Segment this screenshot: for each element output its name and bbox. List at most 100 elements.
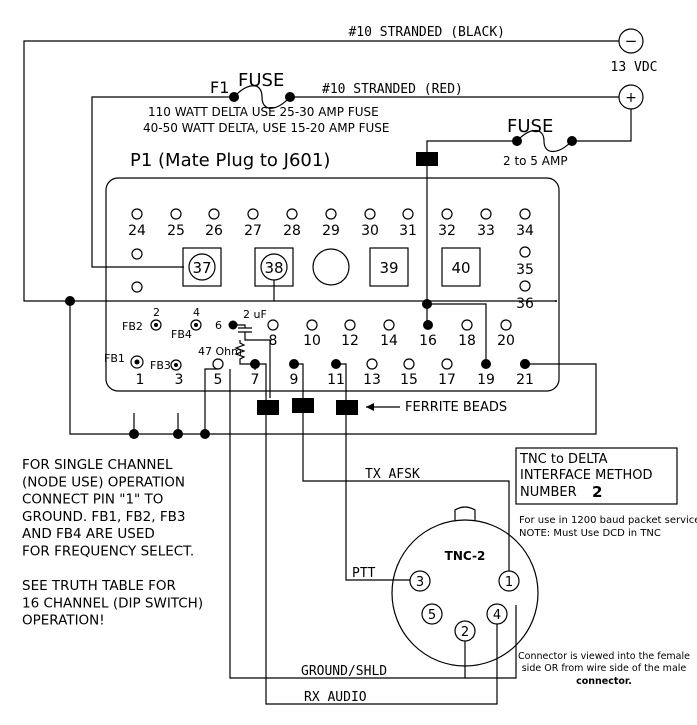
left-note-line: (NODE USE) OPERATION — [22, 474, 185, 490]
pin-5-label: 5 — [214, 372, 223, 388]
resistor — [234, 340, 255, 365]
pin-14 — [383, 319, 395, 331]
capacitor — [233, 324, 271, 398]
pin-32 — [441, 208, 453, 220]
pin-7-label: 7 — [251, 372, 260, 388]
method-line-2: INTERFACE METHOD — [520, 468, 653, 483]
rx-label: RX AUDIO — [304, 690, 367, 705]
pin-32-label: 32 — [438, 223, 456, 239]
supply-voltage: 13 VDC — [611, 60, 658, 75]
ferrite-bead-3 — [336, 400, 358, 415]
service-note-2: NOTE: Must Use DCD in TNC — [519, 528, 661, 539]
fuse1-note-1: 110 WATT DELTA USE 25-30 AMP FUSE — [148, 105, 379, 119]
pin-13-label: 13 — [363, 372, 381, 388]
pin-33 — [480, 208, 492, 220]
ground-stubs — [133, 413, 179, 434]
res-value: 47 Ohm — [198, 345, 242, 358]
left-note-line: SEE TRUTH TABLE FOR — [22, 578, 176, 594]
plug-title: P1 (Mate Plug to J601) — [130, 150, 330, 171]
fb2-label: FB2 — [122, 320, 143, 333]
pin-37-label: 37 — [192, 259, 211, 277]
pin-27-label: 27 — [244, 223, 262, 239]
tnc-pin-4 — [486, 603, 508, 625]
tnc-pin-1-label: 1 — [505, 575, 513, 590]
pin-17-label: 17 — [438, 372, 456, 388]
connector-note-3: connector. — [576, 676, 632, 687]
pin-20 — [500, 319, 512, 331]
ground-shield-wire — [229, 369, 517, 679]
pin-30-label: 30 — [361, 223, 379, 239]
pin-28-label: 28 — [283, 223, 301, 239]
left-note-line: GROUND. FB1, FB2, FB3 — [22, 509, 185, 525]
pin-25-label: 25 — [167, 223, 185, 239]
pin-1-label: 1 — [136, 372, 145, 388]
tnc-title: TNC-2 — [445, 549, 486, 563]
fb4-pad-center — [194, 323, 198, 327]
tnc-key — [454, 506, 476, 521]
pin-18-label: 18 — [458, 333, 476, 349]
tnc-pin-5-label: 5 — [428, 608, 436, 623]
pin-19 — [481, 359, 491, 369]
fuse2-right-terminal — [567, 136, 577, 146]
fb1-label: FB1 — [104, 352, 125, 365]
tx-afsk-wire — [302, 413, 510, 578]
fuse1-right-terminal — [285, 92, 295, 102]
fuse1-element — [233, 85, 291, 109]
fused-wire-to-37 — [91, 96, 234, 268]
pin-35-label: 35 — [516, 262, 534, 278]
fb2-pad-center — [154, 323, 158, 327]
ptt-label: PTT — [352, 566, 376, 581]
method-line-1: TNC to DELTA — [519, 452, 608, 467]
pin-14-label: 14 — [380, 333, 398, 349]
tnc-pin-4-label: 4 — [493, 608, 501, 623]
fb2-number: 2 — [153, 306, 160, 319]
fuse2-to-connector — [426, 140, 517, 155]
fb3-pad-center — [174, 363, 178, 367]
inline-connector — [416, 152, 438, 166]
pin-35 — [519, 246, 531, 258]
pin-15-label: 15 — [400, 372, 418, 388]
tnc-pin-3-label: 3 — [416, 575, 424, 590]
pin-39-box — [369, 247, 409, 287]
pin-9-label: 9 — [290, 372, 299, 388]
pin-17 — [441, 358, 453, 370]
pin-8-label: 8 — [269, 333, 278, 349]
pin-39-label: 39 — [379, 259, 398, 277]
pin-34-label: 34 — [516, 223, 534, 239]
pin-10-label: 10 — [303, 333, 321, 349]
pin-36 — [519, 280, 531, 292]
fb3-label: FB3 — [150, 359, 171, 372]
pin-26 — [208, 208, 220, 220]
left-note-line: AND FB4 ARE USED — [22, 526, 155, 542]
pin9-lead — [294, 363, 304, 398]
positive-symbol: + — [625, 90, 637, 106]
pin-12-label: 12 — [341, 333, 359, 349]
pin-27 — [247, 208, 259, 220]
fb4-number: 4 — [193, 306, 200, 319]
pin-30 — [364, 208, 376, 220]
cap-pin-label: 6 — [215, 319, 222, 332]
pin-3-label: 3 — [175, 372, 184, 388]
black-wire — [23, 40, 619, 302]
tnc-pin-3 — [409, 570, 431, 592]
left-note-line: FOR FREQUENCY SELECT. — [22, 544, 194, 560]
method-number: 2 — [592, 483, 602, 501]
ferrite-bead-1 — [257, 400, 279, 415]
ground-label: GROUND/SHLD — [301, 664, 387, 679]
left-note-line: FOR SINGLE CHANNEL — [22, 457, 173, 473]
ground-dot-1 — [129, 429, 139, 439]
fb4-label: FB4 — [171, 328, 192, 341]
polarizing-key — [312, 248, 350, 286]
pin-16-label: 16 — [419, 333, 437, 349]
pin-5 — [212, 358, 224, 370]
pin-11-label: 11 — [327, 372, 345, 388]
pin-33-label: 33 — [477, 223, 495, 239]
fuse2-left-terminal — [512, 136, 522, 146]
pin-31 — [402, 208, 414, 220]
fuse2-feed — [572, 109, 632, 142]
ptt-wire — [345, 415, 410, 581]
